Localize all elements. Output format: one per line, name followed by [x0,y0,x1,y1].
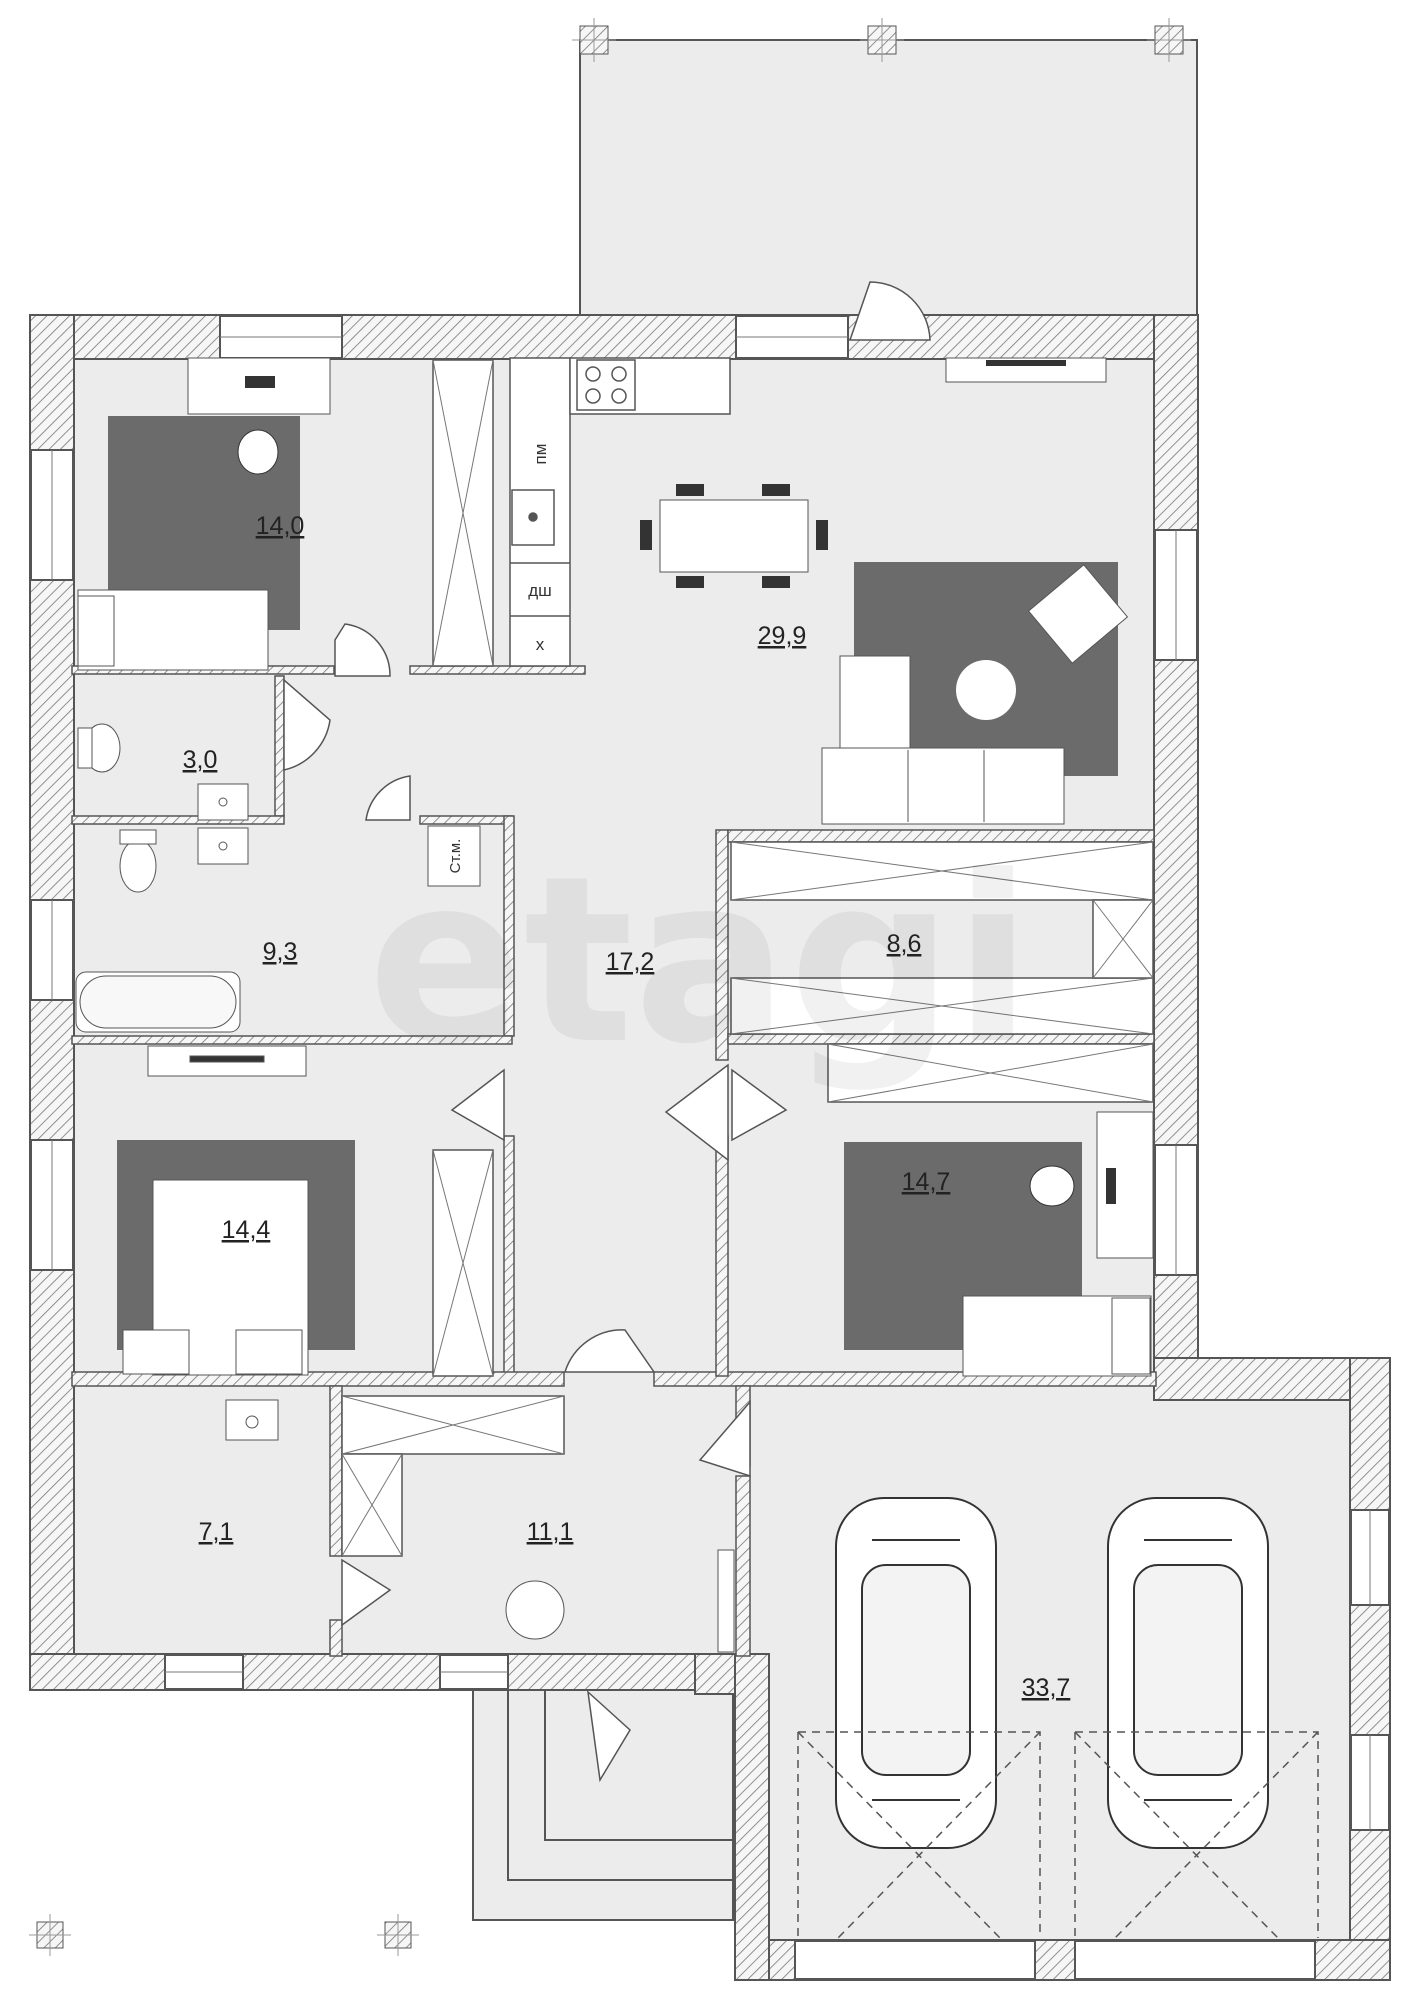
area-label-hall: 17,2 [606,948,655,976]
area-label-living-kitchen: 29,9 [758,622,807,650]
washer-label-kitchen: пм [531,444,550,465]
coffee-table [956,660,1016,720]
washer-box [427,825,481,887]
monitor-icon [245,376,275,388]
terrace [579,39,1198,317]
shoe-cabinet [717,1549,735,1653]
area-label-entry: 11,1 [527,1518,574,1546]
bedroom-w-furniture [117,1140,355,1376]
watermark: etagi [368,828,1033,1095]
garage-gate-swing [797,1731,1319,1939]
small-fixtures [225,1399,735,1653]
armchair [1027,564,1129,664]
doors [283,281,931,1783]
dishwasher-label: дш [528,581,552,600]
car-icon [835,1497,997,1849]
car-icon [1107,1497,1269,1849]
area-label-bedroom-w: 14,4 [222,1216,271,1244]
area-label-bedroom-e: 14,7 [902,1168,951,1196]
tv-stand [945,357,1107,383]
desk [1096,1111,1154,1259]
wc-fixtures [77,723,249,821]
bathroom-fixtures [75,825,481,1077]
monitor-icon [1106,1168,1116,1204]
area-label-dressing: 8,6 [887,930,922,958]
washer-label-bath: Ст.м. [447,839,464,874]
area-label-room-sw: 7,1 [199,1518,234,1546]
fridge-label: х [536,635,545,654]
chair-icon [1029,1165,1075,1207]
area-label-garage: 33,7 [1022,1674,1071,1702]
area-label-bathroom: 9,3 [263,938,298,966]
area-label-wc: 3,0 [183,746,218,774]
area-label-bedroom-nw: 14,0 [256,512,305,540]
dining-table [659,499,809,573]
cooktop-icon [576,359,636,411]
round-table [505,1580,565,1640]
bedroom-nw-furniture [77,357,331,671]
living-furniture [640,357,1129,825]
bedroom-e-furniture [844,1111,1154,1377]
chair-icon [237,429,279,475]
toilet-icon [119,839,157,893]
